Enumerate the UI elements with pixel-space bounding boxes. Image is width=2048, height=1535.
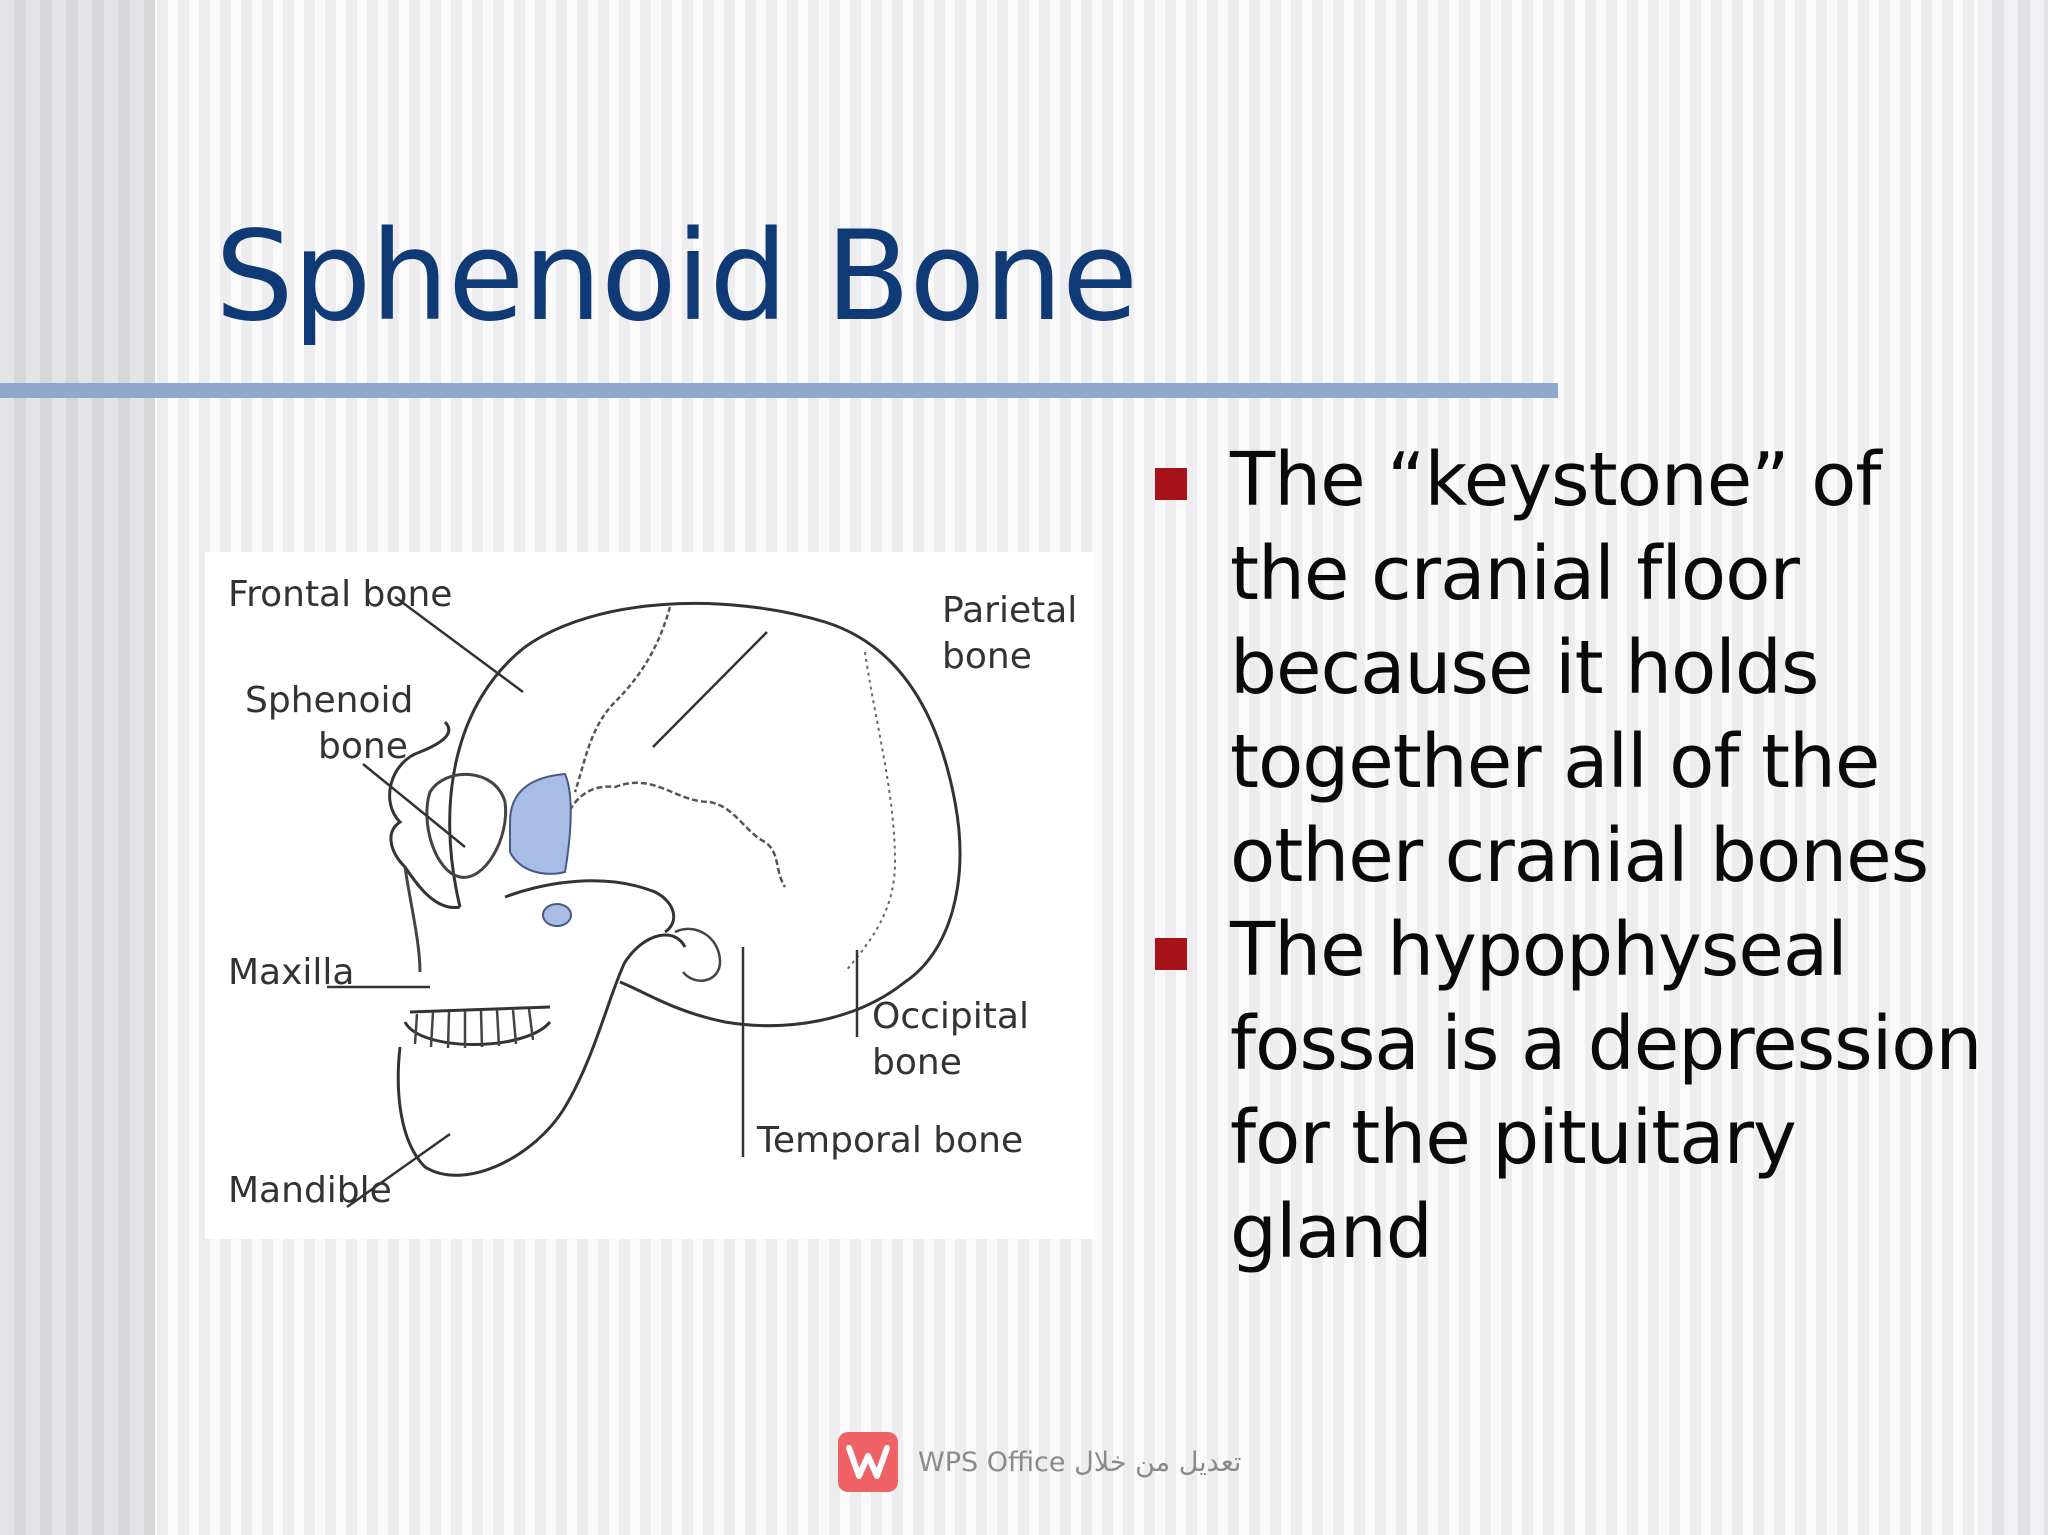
skull-diagram: Frontal bone Sphenoid bone Maxilla Mandi…	[205, 552, 1095, 1239]
bullet-list: The “keystone” of the cranial floor beca…	[1150, 433, 2020, 1279]
bullet-item: The “keystone” of the cranial floor beca…	[1150, 433, 2020, 903]
square-bullet-icon	[1155, 938, 1187, 970]
label-sphenoid-bone-line1: Sphenoid	[245, 680, 414, 721]
title-divider	[0, 383, 1558, 398]
bullet-item: The hypophyseal fossa is a depression fo…	[1150, 903, 2020, 1279]
label-occipital-bone-line1: Occipital	[872, 996, 1029, 1037]
label-temporal-bone: Temporal bone	[757, 1120, 1024, 1161]
skull-illustration	[327, 595, 962, 1209]
slide-title: Sphenoid Bone	[215, 205, 1138, 349]
background-stripes-right	[1978, 0, 2048, 1535]
label-parietal-bone-line2: bone	[942, 636, 1032, 677]
label-maxilla: Maxilla	[228, 952, 355, 993]
label-occipital-bone-line2: bone	[872, 1042, 962, 1083]
label-frontal-bone: Frontal bone	[228, 574, 453, 615]
bullet-text: The “keystone” of the cranial floor beca…	[1230, 437, 1929, 899]
wps-logo-icon	[838, 1432, 898, 1492]
label-sphenoid-bone-line2: bone	[318, 726, 408, 767]
square-bullet-icon	[1155, 468, 1187, 500]
label-parietal-bone-line1: Parietal	[942, 590, 1078, 631]
label-mandible: Mandible	[228, 1170, 392, 1211]
bullet-text: The hypophyseal fossa is a depression fo…	[1230, 907, 1982, 1275]
wps-watermark: WPS Office تعديل من خلال	[838, 1430, 1241, 1494]
watermark-text: WPS Office تعديل من خلال	[918, 1446, 1242, 1478]
background-stripes-left	[0, 0, 155, 1535]
